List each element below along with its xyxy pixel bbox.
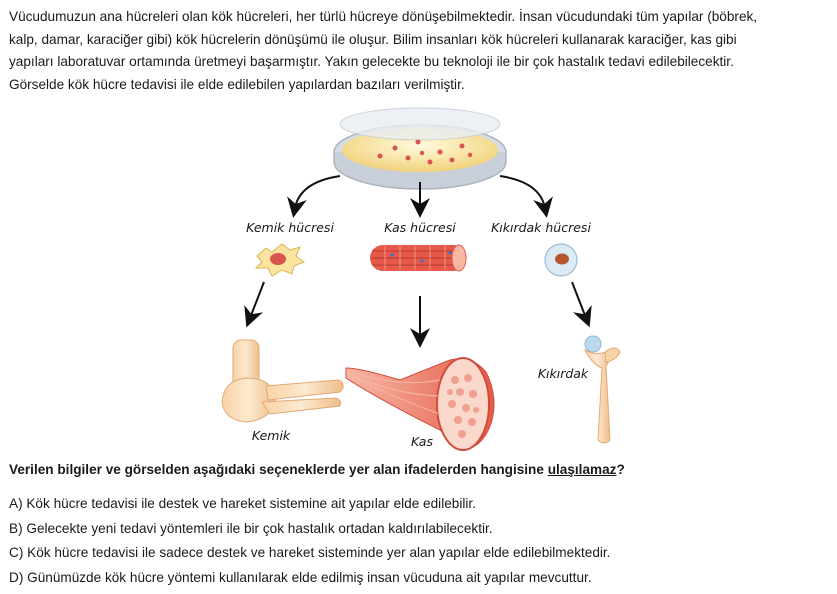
question-prefix: Verilen bilgiler ve görselden aşağıdaki … [9, 462, 548, 477]
arrow-to-bone-cell [287, 175, 341, 218]
option-b[interactable]: B) Gelecekte yeni tedavi yöntemleri ile … [9, 520, 493, 536]
intro-line-4: Görselde kök hücre tedavisi ile elde edi… [9, 76, 465, 92]
muscle-tissue-illustration [345, 357, 495, 451]
cartilage-label: Kıkırdak [538, 366, 589, 381]
elbow-bone-illustration [221, 339, 344, 423]
option-a[interactable]: A) Kök hücre tedavisi ile destek ve hare… [9, 496, 476, 511]
intro-line-1: Vücudumuzun ana hücreleri olan kök hücre… [9, 9, 758, 24]
arrow-to-bone [244, 281, 265, 328]
femur-cartilage-illustration [583, 335, 621, 444]
arrow-to-cartilage-cell [499, 175, 553, 218]
option-d[interactable]: D) Günümüzde kök hücre yöntemi kullanıla… [9, 569, 592, 585]
muscle-cell-label: Kas hücresi [384, 220, 456, 235]
bone-label: Kemik [252, 428, 291, 443]
muscle-cell-illustration [370, 244, 467, 272]
question-text: Verilen bilgiler ve görselden aşağıdaki … [9, 462, 625, 477]
question-suffix: ? [616, 462, 625, 477]
question-emphasis: ulaşılamaz [547, 462, 617, 477]
stem-cell-diagram: Kemik hücresi Kas hücresi Kıkırdak hücre… [221, 107, 621, 451]
answer-options: A) Kök hücre tedavisi ile destek ve hare… [9, 492, 610, 590]
intro-line-3: yapıları laboratuvar ortamında üretmeyi … [9, 54, 734, 70]
option-c[interactable]: C) Kök hücre tedavisi ile sadece destek … [9, 545, 611, 561]
muscle-label: Kas [411, 434, 433, 449]
cartilage-cell-label: Kıkırdak hücresi [491, 220, 591, 235]
intro-line-2: kalp, damar, karaciğer gibi) kök hücrele… [9, 31, 737, 47]
petri-dish [333, 107, 507, 190]
bone-cell-label: Kemik hücresi [246, 220, 334, 235]
arrow-to-cartilage [571, 281, 592, 328]
bone-cell-illustration [254, 243, 306, 277]
cartilage-cell-illustration [544, 243, 578, 277]
intro-paragraph: Vücudumuzun ana hücreleri olan kök hücre… [9, 6, 829, 96]
